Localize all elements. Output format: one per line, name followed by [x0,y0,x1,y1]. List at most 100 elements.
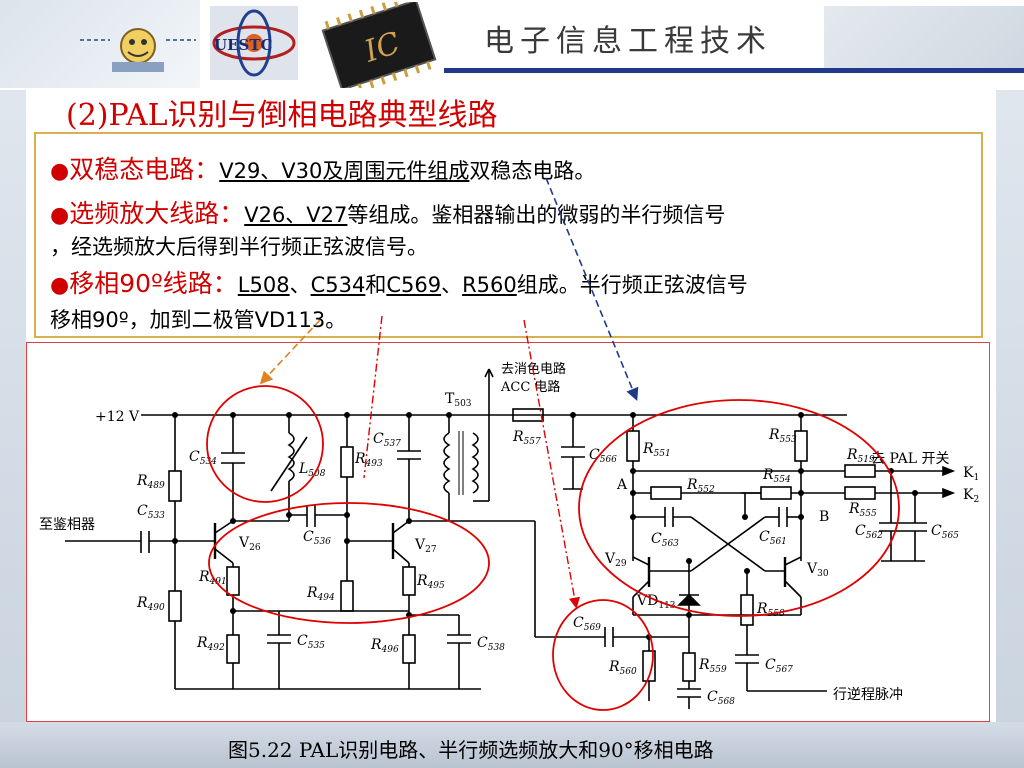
component-label: R551 [642,441,671,459]
component-label: R519 [846,447,875,465]
bullet-phase-shift-continued: 移相90º，加到二极管VD113。 [50,308,347,332]
resistor-r493 [340,446,354,478]
component-label: C535 [297,633,325,651]
component-label: R489 [136,473,165,491]
highlight-circle-l508 [206,385,324,503]
component-label: C566 [589,447,617,465]
component-label: R554 [762,467,791,485]
bullet-marker: ● [50,273,70,298]
bullet-text: V26、V27 [244,203,348,227]
node-a-label: A [616,477,628,493]
component-label: V30 [806,561,829,579]
component-label: R559 [698,657,727,675]
component-label: V26 [238,535,261,553]
diode-vd113 [677,593,701,606]
transformer-secondary [471,432,479,494]
highlight-circle-bistable [578,399,900,617]
component-label: R553 [768,427,797,445]
component-label: V29 [604,551,627,569]
supply-label: +12 V [95,409,140,425]
component-label: R494 [306,585,335,603]
mascot-logo [0,0,200,88]
bullet-label: 双稳态电路： [69,155,220,184]
resistor-r555 [844,486,876,500]
inductor-tune-arrow [270,436,308,492]
slide-title: (2)PAL识别与倒相电路典型线路 [66,98,498,133]
bullet-amplifier-continued: ，经选频放大后得到半行频正弦波信号。 [50,235,428,259]
component-label: R490 [136,595,165,613]
bullet-marker: ● [50,203,70,228]
component-label: C534 [189,449,217,467]
uestc-logo: UESTC [210,6,298,80]
resistor-r491 [226,566,240,596]
header: UESTC IC 电子信息工程技术 [0,0,1024,96]
bullet-text: 组成。半行频正弦波信号 [516,273,748,297]
bullet-bistable: ●双稳态电路：V29、V30及周围元件组成双稳态电路。 [50,150,595,186]
output-top-label-2: ACC 电路 [500,379,560,395]
uestc-emblem-icon: UESTC [210,6,298,80]
circuit-schematic: +12 V 至鉴相器 去消色电路 ACC 电路 去 PAL 开关 行逆程脉冲 A… [39,361,979,711]
resistor-r492 [226,634,240,664]
component-label: R560 [608,659,637,677]
component-label: R552 [686,477,715,495]
ic-chip-logo: IC [304,0,454,96]
resistor-r559 [682,652,696,682]
k2-label: K2 [963,487,979,505]
bullet-label: 移相90º线路： [69,269,238,298]
resistor-r495 [402,566,416,596]
component-label: VD113 [636,593,676,611]
resistor-r554 [760,486,792,500]
bullet-text: 、 [289,273,311,297]
node-b-label: B [819,509,829,525]
component-label: C563 [651,531,679,549]
output-right-label: 去 PAL 开关 [871,451,949,467]
resistor-r489 [168,470,182,502]
component-label: C561 [759,529,787,547]
component-label: C537 [373,431,401,449]
right-decor-strip [996,90,1024,768]
bullet-text: 和 [365,273,387,297]
bullet-text: L508 [237,273,290,297]
component-label: R558 [756,601,785,619]
mascot-icon [80,28,196,72]
header-divider [444,68,1024,73]
bullet-label: 选频放大线路： [69,199,245,228]
component-label: C567 [765,657,793,675]
bullet-phase-shift: ●移相90º线路：L508、C534和C569、R560组成。半行频正弦波信号 [50,264,748,300]
resistor-r494 [340,580,354,612]
component-label: C536 [303,529,331,547]
component-label: C569 [573,615,601,633]
input-label: 至鉴相器 [39,517,95,533]
component-label: C562 [855,523,883,541]
uestc-logo-text: UESTC [214,36,273,54]
bullet-text: 、 [441,273,463,297]
bullet-text: C534 [310,273,366,297]
component-label: C533 [137,503,165,521]
output-top-label-1: 去消色电路 [501,361,566,377]
bullet-marker: ● [50,159,70,184]
chip-icon: IC [321,0,437,96]
resistor-r553 [794,430,808,462]
component-label: C538 [477,635,505,653]
component-label: C565 [931,523,959,541]
transformer-t503 [443,432,451,494]
component-label: T503 [445,391,472,409]
figure-caption: 图5.22 PAL识别电路、半行频选频放大和90°移相电路 [228,738,714,762]
resistor-r551 [626,430,640,462]
inductor-l508 [287,432,295,482]
component-label: R555 [848,501,877,519]
component-label: V27 [414,537,437,555]
k1-label: K1 [963,465,979,483]
component-label: R495 [416,573,445,591]
component-label: R493 [354,451,383,469]
header-decoration [824,6,1024,72]
output-bottom-label: 行逆程脉冲 [833,687,903,703]
bullet-amplifier: ●选频放大线路：V26、V27等组成。鉴相器输出的微弱的半行频信号 [50,194,725,230]
resistor-r490 [168,590,182,622]
resistor-r552 [650,486,682,500]
resistor-r496 [402,634,416,664]
description-box: ●双稳态电路：V29、V30及周围元件组成双稳态电路。 ●选频放大线路：V26、… [34,132,983,338]
bullet-text: 双稳态电路。 [469,159,596,183]
component-label: R496 [370,637,399,655]
